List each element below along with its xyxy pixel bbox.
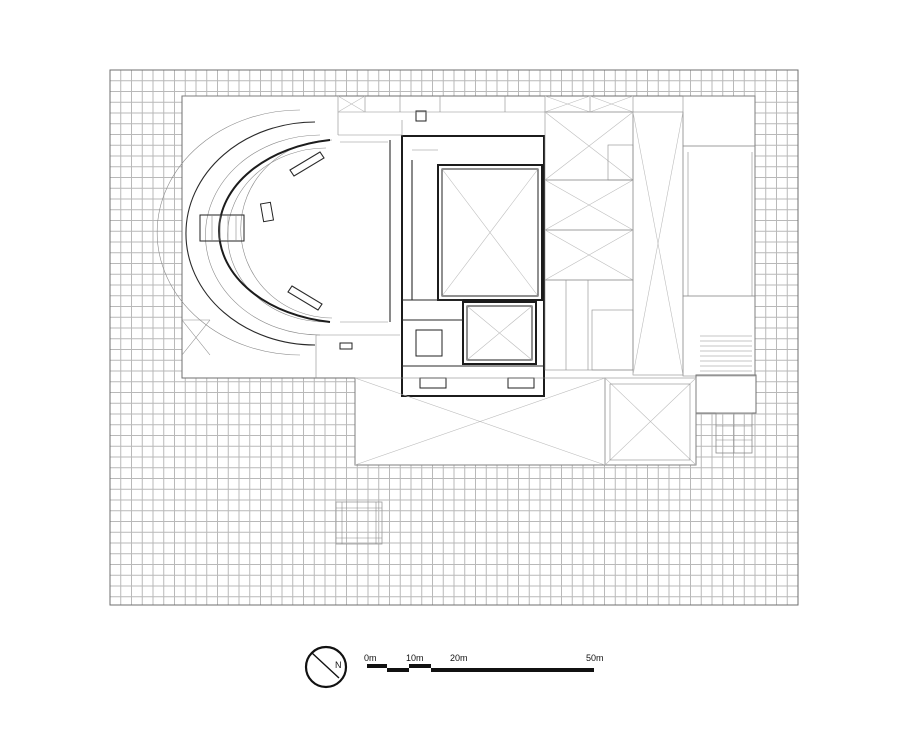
scale-label-0: 0m	[364, 653, 377, 663]
lower-canopy-outline	[335, 501, 383, 545]
stage-block	[401, 110, 545, 397]
amphitheatre	[156, 95, 400, 378]
east-stair	[700, 335, 752, 372]
site-boundary	[109, 69, 799, 606]
north-rooms	[337, 95, 634, 136]
scale-label-50: 50m	[586, 653, 604, 663]
scale-label-10: 10m	[406, 653, 424, 663]
building-footprint	[181, 95, 757, 466]
north-arrow: N	[304, 645, 348, 689]
east-rooms	[544, 95, 756, 377]
scale-bar: 0m 10m 20m 50m	[364, 653, 604, 672]
scale-label-20: 20m	[450, 653, 468, 663]
north-arrow-label: N	[335, 660, 342, 670]
south-canopy	[354, 377, 697, 466]
